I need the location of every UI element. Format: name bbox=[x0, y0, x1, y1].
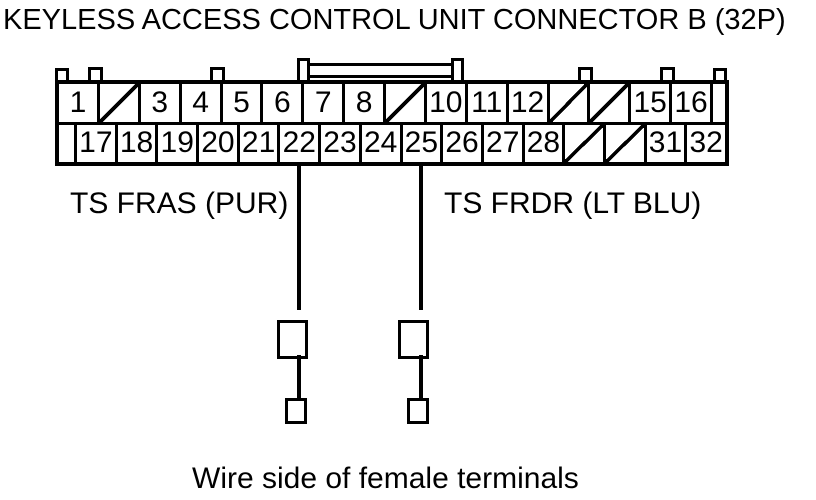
pin-cell-3: 3 bbox=[137, 84, 179, 122]
wire-pin25 bbox=[419, 166, 423, 310]
blocked-cell bbox=[96, 84, 138, 122]
pin-cell-17: 17 bbox=[74, 124, 115, 162]
blocked-cell bbox=[587, 84, 629, 122]
wire-segment bbox=[297, 355, 301, 401]
blocked-cell bbox=[562, 124, 603, 162]
pin-cell-10: 10 bbox=[423, 84, 465, 122]
blocked-cell bbox=[383, 84, 424, 122]
pin-cell-25: 25 bbox=[399, 124, 441, 162]
wire-segment bbox=[419, 355, 423, 401]
pin-cell-19: 19 bbox=[155, 124, 196, 162]
pin-cell-16: 16 bbox=[669, 84, 710, 122]
page-title: KEYLESS ACCESS CONTROL UNIT CONNECTOR B … bbox=[3, 4, 786, 36]
pin-cell-8: 8 bbox=[342, 84, 383, 122]
pin-cell-7: 7 bbox=[301, 84, 342, 122]
pin-cell-28: 28 bbox=[521, 124, 563, 162]
pin-cell-18: 18 bbox=[114, 124, 156, 162]
pin-cell-11: 11 bbox=[464, 84, 506, 122]
pin-cell-31: 31 bbox=[643, 124, 685, 162]
filler-cell bbox=[59, 125, 74, 163]
pin-cell-21: 21 bbox=[236, 124, 278, 162]
wire-label-ts-fras: TS FRAS (PUR) bbox=[70, 187, 289, 220]
pin-cell-12: 12 bbox=[505, 84, 547, 122]
terminal-box-small bbox=[407, 398, 429, 424]
pin-cell-32: 32 bbox=[684, 124, 725, 162]
wire-label-ts-frdr: TS FRDR (LT BLU) bbox=[444, 187, 702, 220]
terminal-box-large bbox=[398, 320, 429, 359]
filler-cell bbox=[710, 84, 725, 122]
pin-cell-23: 23 bbox=[318, 124, 359, 162]
pin-cell-6: 6 bbox=[260, 84, 301, 122]
pin-cell-5: 5 bbox=[219, 84, 261, 122]
wire-pin22 bbox=[297, 166, 301, 310]
pin-cell-22: 22 bbox=[277, 124, 318, 162]
pin-cell-20: 20 bbox=[196, 124, 237, 162]
blocked-cell bbox=[546, 84, 588, 122]
latch-bar bbox=[303, 63, 459, 78]
pin-cell-4: 4 bbox=[178, 84, 220, 122]
pin-cell-27: 27 bbox=[480, 124, 522, 162]
terminal-box-large bbox=[277, 320, 308, 359]
pin-cell-24: 24 bbox=[358, 124, 400, 162]
pin-cell-26: 26 bbox=[440, 124, 481, 162]
caption: Wire side of female terminals bbox=[192, 462, 579, 495]
terminal-box-small bbox=[285, 398, 307, 424]
blocked-cell bbox=[602, 124, 644, 162]
pin-cell-1: 1 bbox=[69, 85, 87, 119]
pin-cell-15: 15 bbox=[628, 84, 669, 122]
